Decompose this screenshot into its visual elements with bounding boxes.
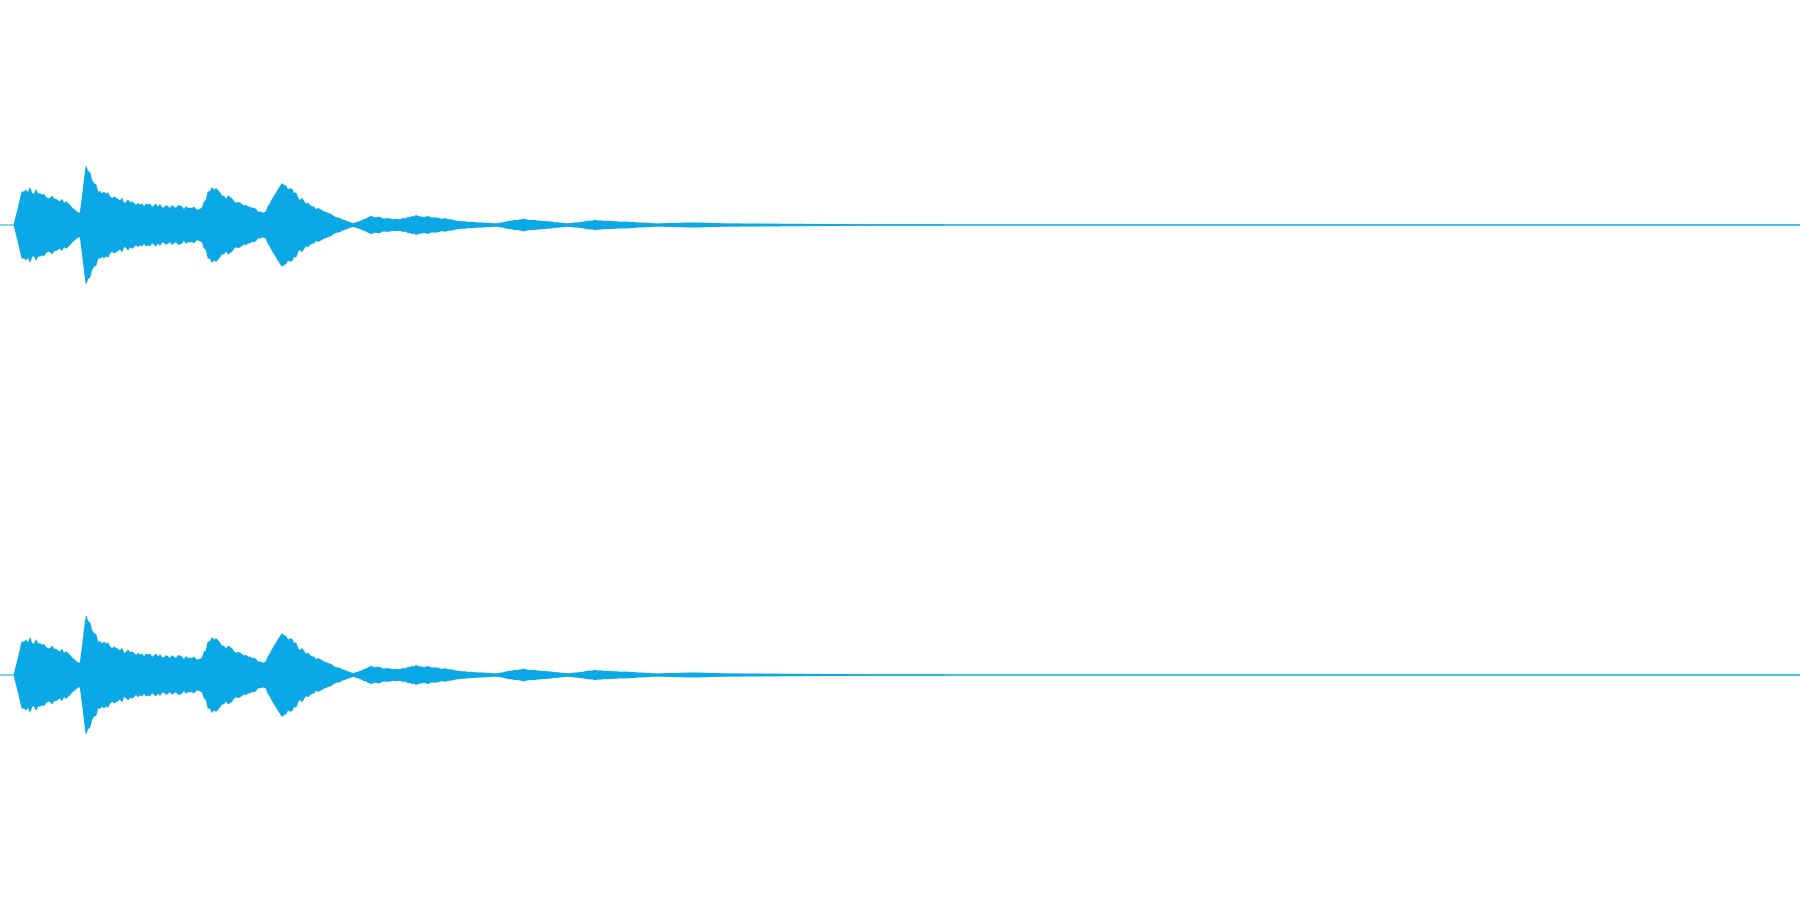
waveform-channel-2 [0, 615, 1800, 735]
channel-1-waveform [13, 165, 1800, 285]
channel-2-waveform [13, 615, 1800, 735]
waveform-channel-1 [0, 165, 1800, 285]
